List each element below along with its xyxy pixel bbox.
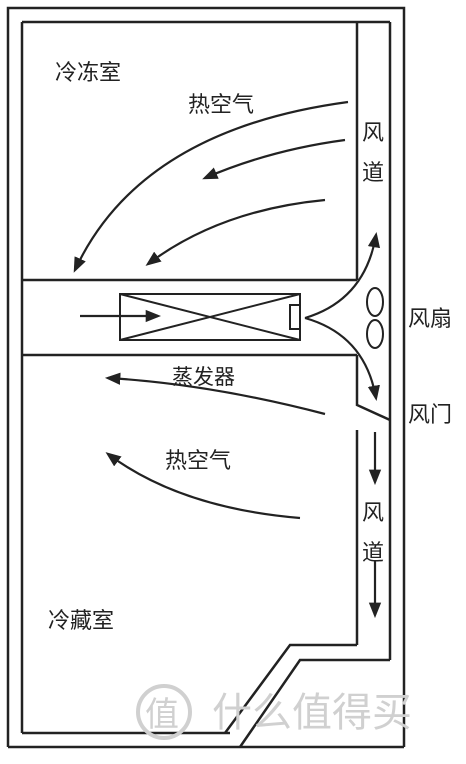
freezer-airflow-arrow-2 <box>202 138 346 180</box>
freezer-airflow-arrow-3 <box>145 198 326 266</box>
freezer-label: 冷冻室 <box>55 61 121 86</box>
watermark-logo-icon <box>136 684 192 740</box>
damper-label: 风门 <box>408 403 452 428</box>
fridge-airflow-arrow-2 <box>105 452 301 520</box>
cabinet-outline <box>6 6 406 749</box>
watermark-logo-glyph: 值 <box>145 695 179 735</box>
duct-label-bottom-1: 风 <box>362 501 384 526</box>
fridge-airflow-arrow-1 <box>104 372 326 416</box>
fan-label: 风扇 <box>408 307 452 332</box>
freezer-airflow-arrow-1 <box>73 100 349 273</box>
airflow-arrows <box>73 100 382 619</box>
duct-label-bottom-2: 道 <box>362 541 384 566</box>
fan-icon <box>366 287 384 349</box>
fridge-duct-wall <box>223 430 390 748</box>
fridge-label: 冷藏室 <box>48 609 114 634</box>
watermark-text: 什么值得买 <box>212 690 412 736</box>
freezer-compartment <box>22 22 359 282</box>
compartment-divider <box>22 353 391 422</box>
evaporator-label: 蒸发器 <box>172 365 235 389</box>
watermark: 值 什么值得买 <box>136 684 412 740</box>
duct-label-top-1: 风 <box>362 121 384 146</box>
duct-label-top-2: 道 <box>362 161 384 186</box>
fan-down-arrow <box>304 316 380 402</box>
hot-air-label-bottom: 热空气 <box>165 449 231 474</box>
hot-air-label-top: 热空气 <box>188 93 254 118</box>
fan-up-arrow <box>304 231 381 320</box>
